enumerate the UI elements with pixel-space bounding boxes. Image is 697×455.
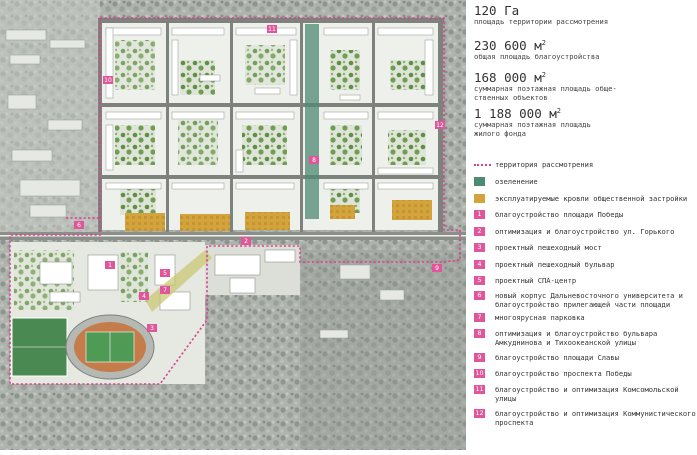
stat-area: 120 Га площадь территории рассмотрения xyxy=(474,4,694,27)
legend-item-9: 9 благоустройство площади Славы xyxy=(474,353,697,362)
stat-housing-floor-area: 1 188 000 м2 суммарная поэтажная площадь… xyxy=(474,104,604,138)
legend-roofs: эксплуатируемые кровли общественной заст… xyxy=(474,194,697,203)
stat-public-floor-area-label: суммарная поэтажная площадь обще-ственны… xyxy=(474,84,617,102)
legend-number-badge: 10 xyxy=(474,369,485,378)
map-marker-4: 4 xyxy=(139,292,149,300)
svg-text:9: 9 xyxy=(435,265,439,272)
legend-number-badge: 3 xyxy=(474,243,485,252)
legend-item-4: 4 проектный пешеходный бульвар xyxy=(474,260,697,269)
stat-public-floor-area: 168 000 м2 суммарная поэтажная площадь о… xyxy=(474,68,639,102)
legend-item-label: благоустройство проспекта Победы xyxy=(495,369,632,378)
legend-item-label: благоустройство площади Победы xyxy=(495,210,624,219)
svg-text:11: 11 xyxy=(268,26,276,33)
svg-text:3: 3 xyxy=(150,325,154,332)
legend-item-8: 8 оптимизация и благоустройство бульвара … xyxy=(474,329,697,347)
svg-text:4: 4 xyxy=(142,293,146,300)
legend-item-label: оптимизация и благоустройство бульвара А… xyxy=(495,329,658,348)
legend-item-3: 3 проектный пешеходный мост xyxy=(474,243,697,252)
legend-number-badge: 2 xyxy=(474,227,485,236)
legend-number-badge: 9 xyxy=(474,353,485,362)
stat-landscaping-value: 230 600 м2 xyxy=(474,38,546,54)
stat-public-floor-area-value: 168 000 м2 xyxy=(474,70,546,86)
legend-item-5: 5 проектный СПА-центр xyxy=(474,276,697,285)
map-marker-1: 1 xyxy=(105,261,115,269)
stat-housing-floor-area-label: суммарная поэтажная площадь жилого фонда xyxy=(474,120,591,138)
legend-boundary-label: территория рассмотрения xyxy=(495,160,594,169)
legend-panel: 120 Га площадь территории рассмотрения 2… xyxy=(474,0,697,450)
map-marker-11: 11 xyxy=(267,25,277,33)
legend-number-badge: 5 xyxy=(474,276,485,285)
legend-item-label: благоустройство и оптимизация Коммунисти… xyxy=(495,409,696,428)
legend-item-2: 2 оптимизация и благоустройство ул. Горьк… xyxy=(474,227,697,236)
legend-number-badge: 6 xyxy=(474,291,485,300)
legend-number-badge: 4 xyxy=(474,260,485,269)
legend-greenery-label: озеленение xyxy=(495,177,538,186)
map-marker-8: 8 xyxy=(309,156,319,164)
legend-item-label: благоустройство и оптимизация Комсомольс… xyxy=(495,385,679,404)
map-marker-2: 2 xyxy=(241,237,251,245)
svg-text:10: 10 xyxy=(104,77,112,84)
legend-item-label: благоустройство площади Славы xyxy=(495,353,619,362)
boundary-dash-icon xyxy=(474,164,491,166)
svg-text:12: 12 xyxy=(436,122,444,129)
map-marker-6: 6 xyxy=(74,221,84,229)
legend-item-label: многоярусная парковка xyxy=(495,313,585,322)
legend-item-label: проектный пешеходный мост xyxy=(495,243,602,252)
legend-item-label: проектный СПА-центр xyxy=(495,276,577,285)
legend-item-10: 10 благоустройство проспекта Победы xyxy=(474,369,697,378)
legend-item-1: 1 благоустройство площади Победы xyxy=(474,210,697,219)
legend-boundary: территория рассмотрения xyxy=(474,160,697,169)
map-marker-10: 10 xyxy=(103,76,113,84)
legend-item-label: новый корпус Дальневосточного университе… xyxy=(495,291,683,310)
legend-item-6: 6 новый корпус Дальневосточного университ… xyxy=(474,291,697,309)
svg-text:6: 6 xyxy=(77,222,81,229)
svg-text:5: 5 xyxy=(163,270,167,277)
legend-greenery: озеленение xyxy=(474,177,697,186)
map-marker-12: 12 xyxy=(435,121,445,129)
map-marker-5: 5 xyxy=(160,269,170,277)
legend-roofs-label: эксплуатируемые кровли общественной заст… xyxy=(495,194,688,203)
legend-item-12: 12 благоустройство и оптимизация Коммунис… xyxy=(474,409,697,427)
svg-text:1: 1 xyxy=(108,262,112,269)
svg-text:2: 2 xyxy=(244,238,248,245)
svg-text:8: 8 xyxy=(312,157,316,164)
roofs-swatch-icon xyxy=(474,194,485,203)
legend-number-badge: 1 xyxy=(474,210,485,219)
stat-landscaping: 230 600 м2 общая площадь благоустройства xyxy=(474,36,694,62)
legend-number-badge: 11 xyxy=(474,385,485,394)
legend-item-11: 11 благоустройство и оптимизация Комсомол… xyxy=(474,385,697,403)
legend-number-badge: 7 xyxy=(474,313,485,322)
legend-item-7: 7 многоярусная парковка xyxy=(474,313,697,322)
map-marker-9: 9 xyxy=(432,264,442,272)
legend-number-badge: 12 xyxy=(474,409,485,418)
stat-housing-floor-area-value: 1 188 000 м2 xyxy=(474,106,562,122)
map-marker-3: 3 xyxy=(147,324,157,332)
stat-area-value: 120 Га xyxy=(474,3,520,18)
map-marker-7: 7 xyxy=(160,286,170,294)
greenery-swatch-icon xyxy=(474,177,485,186)
svg-text:7: 7 xyxy=(163,287,167,294)
stat-landscaping-label: общая площадь благоустройства xyxy=(474,52,600,62)
stat-area-label: площадь территории рассмотрения xyxy=(474,17,609,26)
legend-item-label: проектный пешеходный бульвар xyxy=(495,260,615,269)
legend-number-badge: 8 xyxy=(474,329,485,338)
legend-item-label: оптимизация и благоустройство ул. Горько… xyxy=(495,227,675,236)
